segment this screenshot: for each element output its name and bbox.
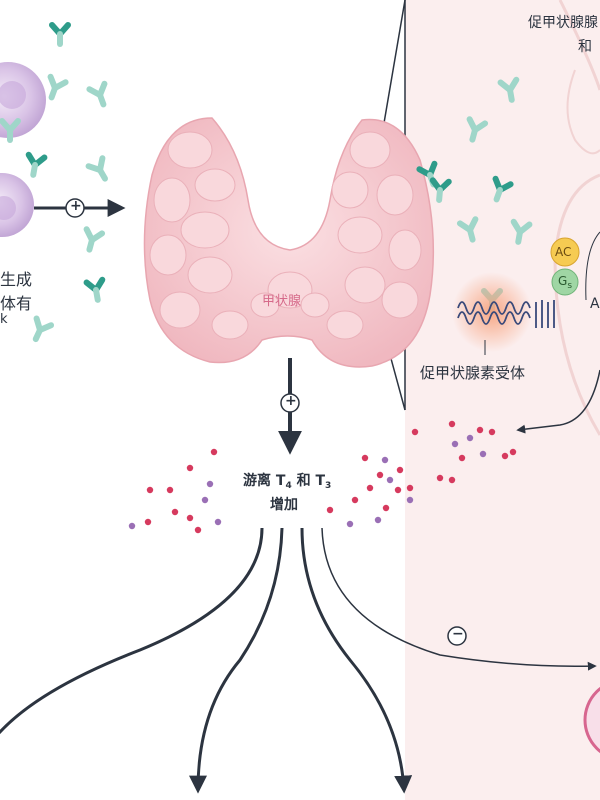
thyroid-gland	[143, 117, 435, 368]
t4-molecule	[509, 448, 517, 456]
t3-molecule	[451, 440, 459, 448]
antibody-icon	[497, 76, 520, 103]
t4-molecule	[406, 484, 414, 492]
t4-molecule	[476, 426, 484, 434]
partial-a-label: A	[590, 296, 600, 312]
plus-sign-center: +	[285, 393, 297, 409]
t4-molecule	[210, 448, 218, 456]
t4-molecule	[382, 504, 390, 512]
hormone-label-part-a: 游离 T	[243, 473, 286, 489]
t3-molecule	[381, 456, 389, 464]
plus-sign-left: +	[70, 198, 82, 214]
minus-sign-circle	[447, 626, 467, 646]
t4-molecule	[488, 428, 496, 436]
b-cells	[0, 62, 46, 237]
antibody-icon	[47, 73, 69, 101]
minus-sign: −	[452, 626, 464, 642]
zoom-panel	[404, 0, 600, 800]
t3-molecule	[466, 434, 474, 442]
left-text-line1: 生成	[0, 270, 33, 289]
t4-molecule	[171, 508, 179, 516]
t3-molecule	[406, 496, 414, 504]
t4-molecule	[436, 474, 444, 482]
t4-molecule	[448, 420, 456, 428]
plus-sign-circle-center	[280, 393, 300, 413]
antibody-icon	[492, 175, 514, 203]
antibody-icon	[429, 177, 452, 203]
ac-gs-complex	[550, 231, 600, 301]
t4-molecule	[396, 466, 404, 474]
t4-molecule	[394, 486, 402, 494]
t4-molecule	[144, 518, 152, 526]
hormone-label-line1: 游离 T4 和 T3	[243, 470, 331, 491]
t3-molecule	[374, 516, 382, 524]
ac-label: AC	[555, 245, 572, 259]
hormone-subscript-4: 4	[285, 481, 292, 491]
t4-molecule	[146, 486, 154, 494]
antibody-icon	[466, 116, 489, 143]
t4-molecule	[186, 514, 194, 522]
tsh-receptor-title-line2: 和	[578, 39, 592, 55]
t3-molecule	[128, 522, 136, 530]
pituitary-cell-partial	[583, 686, 600, 754]
antibody-icon	[85, 155, 108, 182]
sign-circles	[65, 198, 467, 646]
hormone-label-line2: 增加	[270, 497, 298, 513]
t3-molecule	[206, 480, 214, 488]
t3-molecule	[346, 520, 354, 528]
gs-subscript: s	[567, 281, 573, 291]
t4-molecule	[361, 454, 369, 462]
plus-sign-circle-left	[65, 198, 85, 218]
antibody-icon	[83, 276, 106, 303]
t3-molecule	[479, 450, 487, 458]
membrane-helices	[535, 300, 555, 328]
t4-molecule	[366, 484, 374, 492]
t4-molecule	[411, 428, 419, 436]
t4-molecule	[376, 471, 384, 479]
gland-label: 甲状腺	[262, 294, 302, 309]
hormone-molecules	[128, 420, 517, 534]
effect-arrow-left	[189, 527, 284, 794]
hormone-label-part-b: 和 T	[291, 473, 326, 489]
t4-molecule	[351, 496, 359, 504]
antibody-icon	[86, 80, 108, 108]
t4-molecule	[166, 486, 174, 494]
antibodies	[0, 22, 533, 343]
t3-molecule	[201, 496, 209, 504]
t4-molecule	[326, 506, 334, 514]
receptor-label: 促甲状腺素受体	[420, 364, 526, 382]
t4-molecule	[448, 476, 456, 484]
hormone-subscript-3: 3	[325, 481, 332, 491]
t4-molecule	[194, 526, 202, 534]
antibody-icon	[510, 218, 533, 245]
t4-molecule	[458, 454, 466, 462]
gs-main: G	[558, 274, 568, 288]
gs-label: Gs	[558, 274, 572, 291]
antibody-icon	[49, 22, 71, 47]
left-text-line2: 体有	[0, 294, 33, 313]
tsh-receptor	[452, 272, 555, 355]
effect-curve-far-left	[0, 527, 264, 735]
antibody-icon	[83, 226, 106, 253]
antibody-icon	[32, 315, 55, 343]
t3-molecule	[214, 518, 222, 526]
left-text-line3: k	[0, 312, 8, 327]
t4-molecule	[186, 464, 194, 472]
antibody-icon	[0, 118, 21, 143]
tsh-receptor-title-line1: 促甲状腺腺	[528, 15, 598, 31]
t4-molecule	[501, 452, 509, 460]
antibody-icon	[25, 151, 48, 178]
t3-molecule	[386, 476, 394, 484]
feedback-arrow	[321, 527, 597, 671]
effect-arrow-right	[300, 527, 413, 794]
antibody-icon	[456, 216, 479, 243]
camp-arrow	[516, 369, 600, 434]
